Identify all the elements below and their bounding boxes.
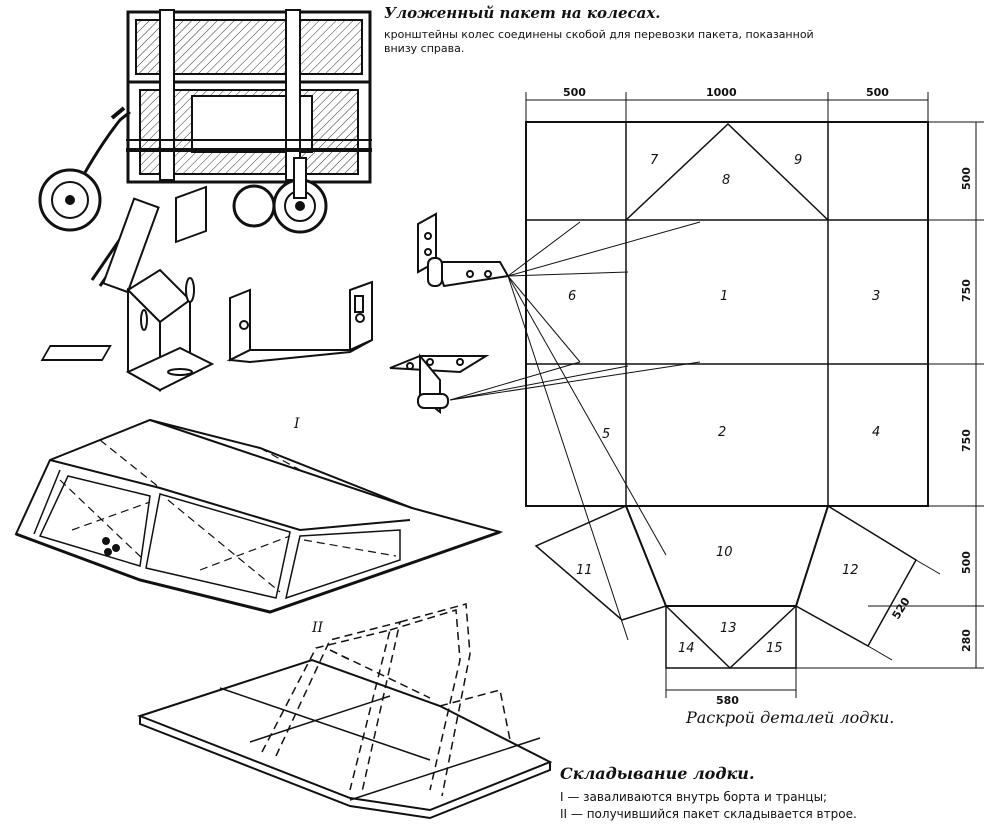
dim-bottom: 580 [716, 694, 739, 707]
package-caption-line1: кронштейны колес соединены скобой для пе… [384, 28, 814, 41]
panel-2: 2 [718, 425, 726, 440]
panel-5: 5 [602, 427, 610, 442]
dim-right-5: 280 [960, 629, 973, 652]
hinge-upper [417, 212, 510, 288]
panel-12: 12 [842, 563, 859, 578]
folded-boat-stage-ii [137, 603, 553, 820]
panel-14: 14 [678, 641, 695, 656]
panel-11: 11 [576, 563, 593, 578]
leader-lines [449, 221, 701, 641]
pattern-title: Раскрой деталей лодки. [686, 708, 895, 727]
folded-boat-stage-i [14, 418, 504, 614]
dim-right-1: 500 [960, 167, 973, 190]
panel-3: 3 [872, 289, 880, 304]
dim-right-4: 500 [960, 551, 973, 574]
package-caption-line2: внизу справа. [384, 42, 465, 55]
dim-right-3: 750 [960, 429, 973, 452]
panel-4: 4 [872, 425, 880, 440]
panel-15: 15 [766, 641, 783, 656]
folding-step-2: II — получившийся пакет складывается втр… [560, 807, 857, 821]
dim-top-left: 500 [563, 86, 586, 99]
panel-1: 1 [720, 289, 728, 304]
dim-top-right: 500 [866, 86, 889, 99]
package-title: Уложенный пакет на колесах. [384, 4, 661, 22]
folding-title: Складывание лодки. [560, 764, 755, 783]
dimension-lines [525, 92, 984, 698]
panel-9: 9 [794, 153, 802, 168]
panel-13: 13 [720, 621, 737, 636]
boat-pattern [525, 121, 929, 670]
wheel-bracket [90, 185, 215, 392]
panel-7: 7 [650, 153, 659, 168]
hinge-lower [389, 353, 490, 415]
dim-top-mid: 1000 [706, 86, 737, 99]
roman-label-i: I [293, 416, 300, 432]
panel-6: 6 [568, 289, 576, 304]
dim-diagonal: 520 [890, 595, 913, 622]
panel-10: 10 [716, 545, 733, 560]
roman-label-ii: II [311, 620, 324, 636]
package-on-wheels [38, 9, 372, 234]
panel-8: 8 [722, 173, 730, 188]
u-bracket [40, 280, 373, 364]
panel-labels: 1 2 3 4 5 6 7 8 9 10 11 12 13 14 15 [568, 153, 880, 656]
dim-right-2: 750 [960, 279, 973, 302]
folding-step-1: I — заваливаются внутрь борта и транцы; [560, 790, 828, 804]
